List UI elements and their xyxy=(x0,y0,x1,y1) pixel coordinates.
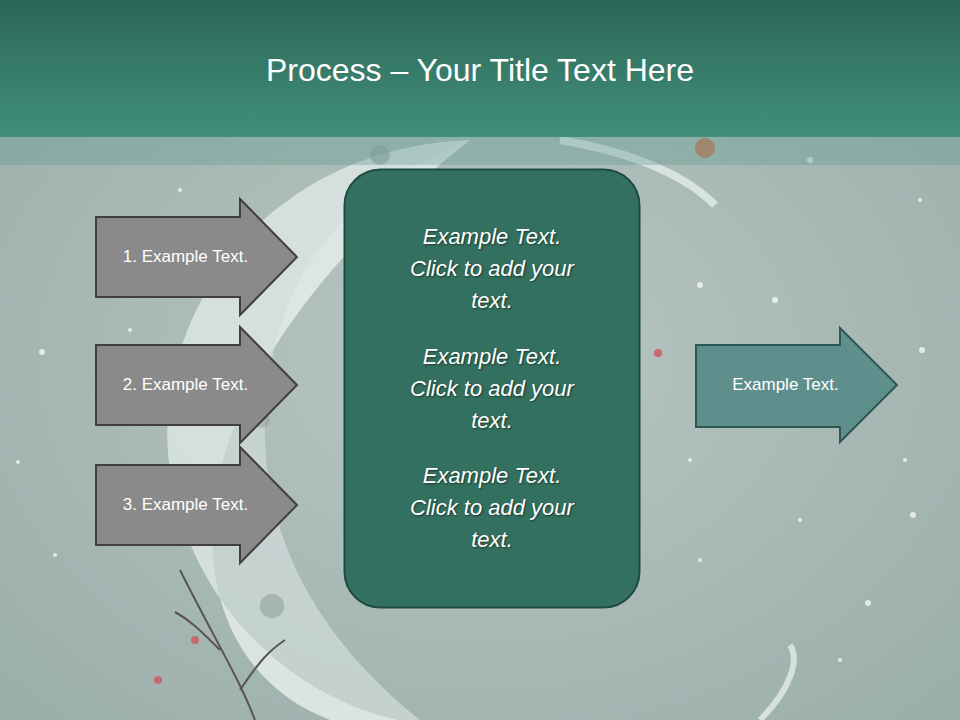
arrow-label: Example Text. xyxy=(732,375,838,395)
arrow-label: 3. Example Text. xyxy=(123,495,248,515)
slide-title: Process – Your Title Text Here xyxy=(0,52,960,89)
result-arrow: Example Text. xyxy=(695,327,898,443)
arrow-label: 1. Example Text. xyxy=(123,247,248,267)
box-text: Example Text. Click to add your text. xyxy=(407,221,577,317)
process-box: Example Text. Click to add your text. Exa… xyxy=(343,168,641,609)
step-arrow: 2. Example Text. xyxy=(95,326,298,444)
box-text: Example Text. Click to add your text. xyxy=(407,341,577,437)
arrow-label: 2. Example Text. xyxy=(123,375,248,395)
step-arrow: 1. Example Text. xyxy=(95,198,298,316)
box-text: Example Text. Click to add your text. xyxy=(407,460,577,556)
step-arrow: 3. Example Text. xyxy=(95,446,298,564)
